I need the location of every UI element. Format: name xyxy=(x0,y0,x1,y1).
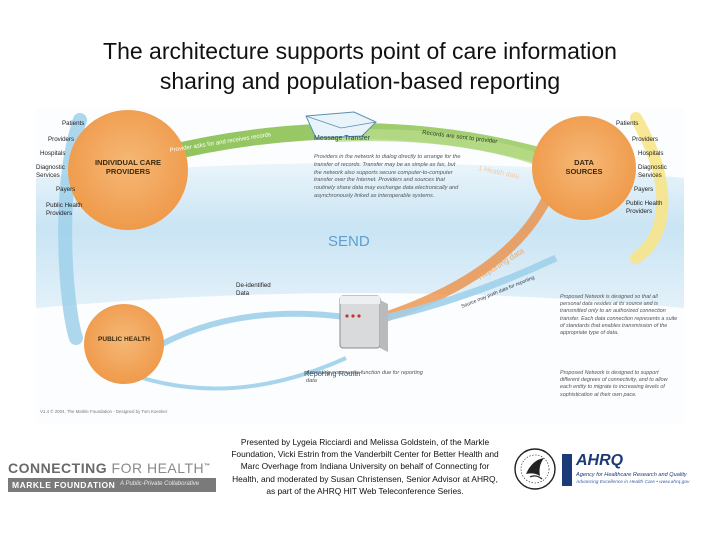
reporting-router-icon xyxy=(339,295,388,352)
ahrq-tagline: Advancing Excellence in Health Care • ww… xyxy=(576,480,690,485)
slide-title-line-2: sharing and population-based reporting xyxy=(159,68,561,94)
network-description-2: Proposed Network is designed to support … xyxy=(560,370,668,398)
public-health-arc xyxy=(135,356,347,391)
deidentified-data-label: De-identified Data xyxy=(236,282,271,297)
top-arc-right xyxy=(335,129,559,172)
left-label-public-health: Public Health Providers xyxy=(46,202,83,217)
slide-title-line-1: The architecture supports point of care … xyxy=(103,38,617,64)
cfh-trademark: ™ xyxy=(204,463,211,470)
send-label: SEND xyxy=(328,233,370,250)
ahrq-name: AHRQ xyxy=(576,452,624,469)
reporting-router-label: Reporting Router xyxy=(304,369,362,378)
cfh-main-word: CONNECTING xyxy=(8,460,108,476)
copyright-note: V1.4 © 2004, The Markle Foundation - Des… xyxy=(40,409,168,414)
ahrq-logo: AHRQ Agency for Healthcare Research and … xyxy=(562,452,702,496)
right-vertical-flow xyxy=(630,112,669,264)
deidentified-arc xyxy=(144,310,367,356)
reporting-router-description: Accepting community function due for rep… xyxy=(306,370,423,384)
hhs-eagle-logo xyxy=(514,446,556,492)
right-label-public-health: Public Health Providers xyxy=(626,200,663,215)
diagram-graphic: SEND Message Transfer Provider asks for … xyxy=(36,108,684,424)
public-private-text: A Public-Private Collaborative xyxy=(120,481,200,487)
right-label-payers: Payers xyxy=(634,186,654,193)
public-health-label: PUBLIC HEALTH xyxy=(98,336,150,343)
ahrq-agency-name: Agency for Healthcare Research and Quali… xyxy=(576,472,687,478)
markle-foundation-text: MARKLE FOUNDATION xyxy=(12,480,116,490)
right-label-diagnostic: Diagnostic Services xyxy=(638,164,667,179)
right-label-hospitals: Hospitals xyxy=(638,150,664,157)
individual-care-providers-label: INDIVIDUAL CARE PROVIDERS xyxy=(94,158,162,176)
network-description-1: Proposed Network is designed so that all… xyxy=(560,294,678,337)
message-transfer-label: Message Transfer xyxy=(314,135,371,142)
cfh-bar: MARKLE FOUNDATION A Public-Private Colla… xyxy=(8,478,216,492)
individual-care-providers-circle xyxy=(68,110,188,230)
public-health-circle xyxy=(84,304,164,384)
left-label-payers: Payers xyxy=(56,186,76,193)
message-transfer-envelope xyxy=(305,111,377,139)
left-label-hospitals: Hospitals xyxy=(40,150,66,157)
architecture-diagram: SEND Message Transfer Provider asks for … xyxy=(36,108,684,424)
hhs-eagle-icon xyxy=(514,448,556,490)
data-sources-circle xyxy=(532,116,636,220)
cfh-thin-word: FOR HEALTH xyxy=(111,460,205,476)
ahrq-logo-bar xyxy=(562,454,572,486)
right-label-providers: Providers xyxy=(632,136,659,143)
left-label-patients: Patients xyxy=(62,120,85,127)
data-sources-label: DATA SOURCES xyxy=(565,158,603,176)
presenter-credits: Presented by Lygeia Ricciardi and Meliss… xyxy=(231,437,499,496)
slide-title: The architecture supports point of care … xyxy=(0,36,720,96)
reporting-push-arc xyxy=(375,254,558,324)
message-transfer-description: Providers in the network to dialog direc… xyxy=(314,154,461,199)
left-label-diagnostic: Diagnostic Services xyxy=(36,164,65,179)
left-label-providers: Providers xyxy=(48,136,75,143)
cfh-wordmark: CONNECTING FOR HEALTH™ xyxy=(8,460,211,476)
connecting-for-health-logo: CONNECTING FOR HEALTH™ MARKLE FOUNDATION… xyxy=(8,456,218,496)
right-label-patients: Patients xyxy=(616,120,639,127)
